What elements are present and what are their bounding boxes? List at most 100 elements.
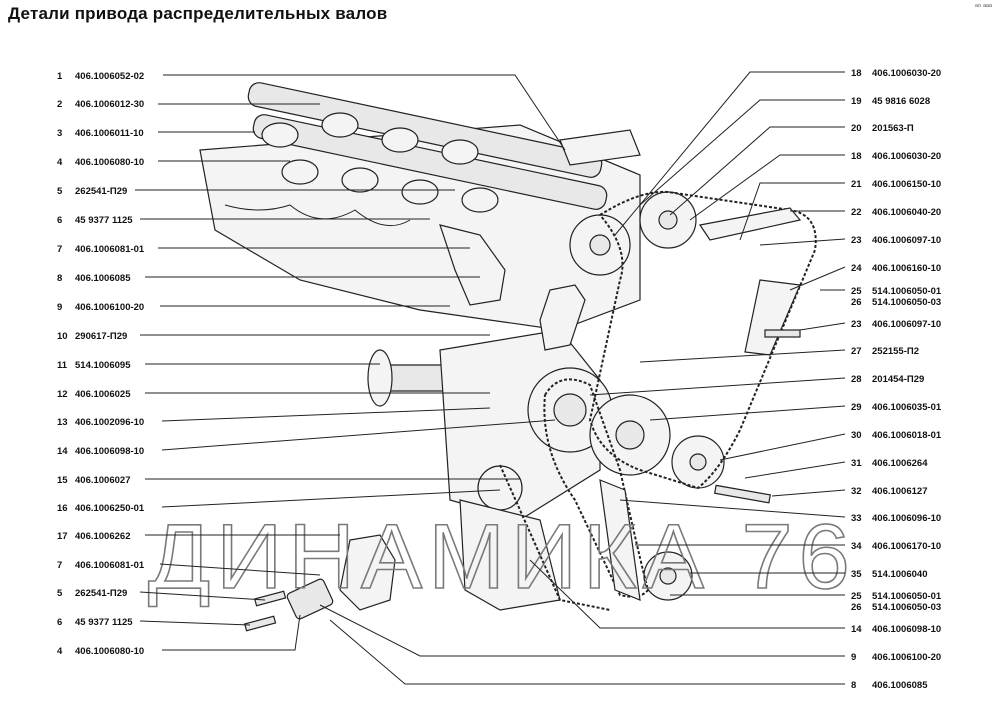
svg-text:32: 32	[851, 486, 862, 497]
svg-text:406.1006098-10: 406.1006098-10	[75, 446, 144, 457]
callout-right: 18 406.1006030-20	[614, 68, 941, 236]
svg-text:25: 25	[851, 591, 862, 602]
svg-text:31: 31	[851, 458, 862, 469]
page-title: Детали привода распределительных валов	[8, 4, 388, 23]
svg-text:26: 26	[851, 297, 862, 308]
callout-right: 23 406.1006097-10	[799, 319, 941, 331]
callout-right: 32 406.1006127	[771, 486, 927, 497]
svg-text:406.1006040-20: 406.1006040-20	[872, 207, 941, 218]
svg-text:406.1006100-20: 406.1006100-20	[872, 652, 941, 663]
callout-right: 26 514.1006050-03	[851, 297, 941, 308]
svg-text:406.1006030-20: 406.1006030-20	[872, 151, 941, 162]
svg-text:262541-П29: 262541-П29	[75, 186, 127, 197]
svg-text:6: 6	[57, 617, 62, 628]
svg-text:406.1006098-10: 406.1006098-10	[872, 624, 941, 635]
svg-text:7: 7	[57, 244, 62, 255]
callout-right: 35 514.1006040	[690, 569, 927, 580]
svg-text:6: 6	[57, 215, 62, 226]
svg-text:8: 8	[57, 273, 62, 284]
svg-text:23: 23	[851, 319, 862, 330]
svg-text:406.1006035-01: 406.1006035-01	[872, 402, 942, 413]
svg-text:33: 33	[851, 513, 862, 524]
svg-text:406.1006027: 406.1006027	[75, 475, 130, 486]
svg-text:8: 8	[851, 680, 856, 691]
svg-text:14: 14	[851, 624, 862, 635]
callout-left: 7 406.1006081-01	[57, 560, 321, 576]
svg-text:406.1006097-10: 406.1006097-10	[872, 235, 941, 246]
svg-text:18: 18	[851, 151, 862, 162]
svg-text:406.1006097-10: 406.1006097-10	[872, 319, 941, 330]
callout-left: 14 406.1006098-10	[57, 419, 556, 457]
svg-text:406.1006250-01: 406.1006250-01	[75, 503, 145, 514]
callout-right: 26 514.1006050-03	[851, 602, 941, 613]
svg-text:21: 21	[851, 179, 862, 190]
callout-left: 7 406.1006081-01	[57, 244, 470, 255]
svg-text:406.1006096-10: 406.1006096-10	[872, 513, 941, 524]
svg-text:14: 14	[57, 446, 68, 457]
svg-text:514.1006040: 514.1006040	[872, 569, 927, 580]
svg-text:406.1006030-20: 406.1006030-20	[872, 68, 941, 79]
svg-text:18: 18	[851, 68, 862, 79]
svg-text:7: 7	[57, 560, 62, 571]
svg-text:406.1006018-01: 406.1006018-01	[872, 430, 942, 441]
watermark: ДИНАМИКА 76	[148, 506, 856, 608]
svg-text:15: 15	[57, 475, 68, 486]
svg-text:17: 17	[57, 531, 68, 542]
callout-right: 24 406.1006160-10	[789, 263, 941, 291]
svg-text:406.1006262: 406.1006262	[75, 531, 130, 542]
svg-text:4: 4	[57, 646, 63, 657]
svg-text:35: 35	[851, 569, 862, 580]
svg-text:30: 30	[851, 430, 862, 441]
svg-text:3: 3	[57, 128, 62, 139]
svg-text:20: 20	[851, 123, 862, 134]
svg-text:16: 16	[57, 503, 68, 514]
svg-text:45 9377 1125: 45 9377 1125	[75, 215, 133, 226]
svg-text:514.1006050-03: 514.1006050-03	[872, 602, 941, 613]
svg-text:406.1006160-10: 406.1006160-10	[872, 263, 941, 274]
svg-text:5: 5	[57, 588, 63, 599]
svg-text:406.1006081-01: 406.1006081-01	[75, 244, 145, 255]
svg-text:406.1006127: 406.1006127	[872, 486, 927, 497]
svg-text:406.1006012-30: 406.1006012-30	[75, 99, 144, 110]
svg-text:406.1006025: 406.1006025	[75, 389, 131, 400]
svg-text:13: 13	[57, 417, 68, 428]
svg-text:201454-П29: 201454-П29	[872, 374, 924, 385]
callout-right: 14 406.1006098-10	[529, 559, 941, 635]
svg-text:406.1006080-10: 406.1006080-10	[75, 157, 144, 168]
svg-text:514.1006050-03: 514.1006050-03	[872, 297, 941, 308]
svg-text:514.1006095: 514.1006095	[75, 360, 131, 371]
svg-text:26: 26	[851, 602, 862, 613]
svg-text:24: 24	[851, 263, 862, 274]
svg-text:29: 29	[851, 402, 862, 413]
corner-mark: ᵃᵒ ᵃᵃᵃ	[974, 2, 992, 11]
svg-text:406.1006081-01: 406.1006081-01	[75, 560, 145, 571]
svg-text:290617-П29: 290617-П29	[75, 331, 127, 342]
svg-text:5: 5	[57, 186, 63, 197]
svg-text:12: 12	[57, 389, 68, 400]
svg-text:406.1006100-20: 406.1006100-20	[75, 302, 144, 313]
callout-left: 15 406.1006027	[57, 475, 520, 486]
